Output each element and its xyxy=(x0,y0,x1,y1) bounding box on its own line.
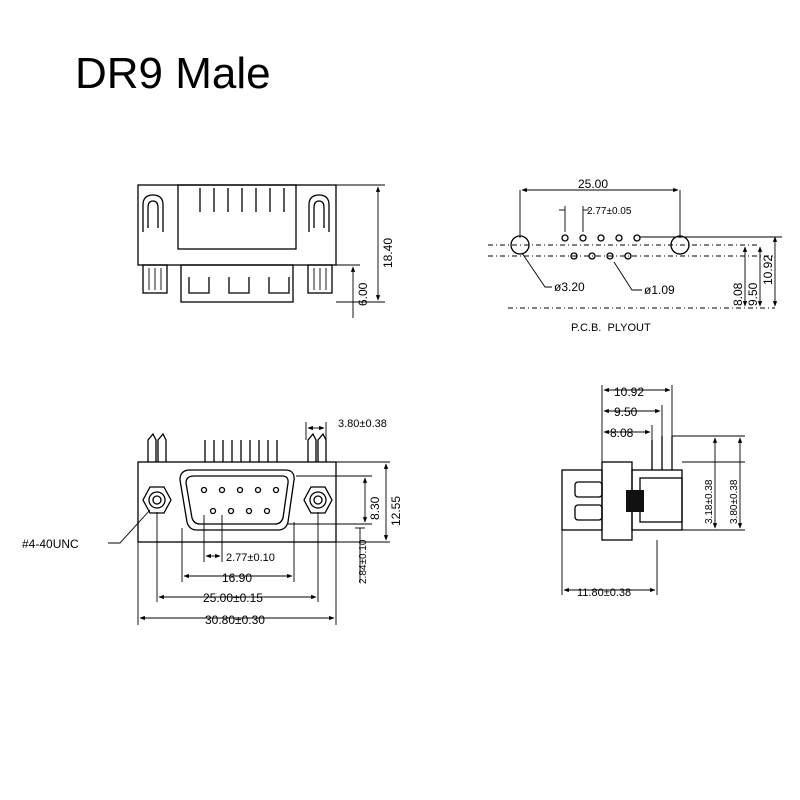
dim-front-shell-width: 16.90 xyxy=(222,571,252,585)
dim-pcb-row-9-50: 9.50 xyxy=(746,282,760,306)
dim-profile-9-50: 9.50 xyxy=(614,405,638,419)
dim-front-inner-height: 8.30 xyxy=(368,496,382,520)
dim-front-lower-offset: 2.84±0.10 xyxy=(358,539,369,584)
dim-side-lower-height: 6.00 xyxy=(356,282,370,306)
dim-front-pitch: 2.77±0.10 xyxy=(226,552,275,564)
dim-profile-3-80: 3.80±0.38 xyxy=(729,479,740,524)
pcb-layout-caption: P.C.B. PLYOUT xyxy=(571,322,651,334)
dim-front-pin-offset: 3.80±0.38 xyxy=(338,418,387,430)
profile-view xyxy=(561,385,745,595)
dim-side-total-height: 18.40 xyxy=(381,238,395,268)
dim-pcb-row-10-92: 10.92 xyxy=(761,255,775,285)
dim-profile-10-92: 10.92 xyxy=(614,385,644,399)
dim-pcb-pin-hole: ø1.09 xyxy=(644,283,675,297)
front-view xyxy=(108,422,390,625)
pcb-layout xyxy=(488,187,782,309)
dim-front-flange-width: 30.80±0.30 xyxy=(205,613,265,627)
dim-profile-3-18: 3.18±0.38 xyxy=(704,479,715,524)
dim-profile-depth: 11.80±0.38 xyxy=(577,587,631,599)
dim-pcb-mount-hole: ø3.20 xyxy=(554,280,585,294)
dim-front-outer-height: 12.55 xyxy=(389,496,403,526)
dim-pcb-row-8-08: 8.08 xyxy=(731,282,745,306)
page-title: DR9 Male xyxy=(75,49,271,98)
dim-profile-8-08: 8.08 xyxy=(610,426,634,440)
dim-front-mount-spacing: 25.00±0.15 xyxy=(203,591,263,605)
dim-pcb-pin-pitch: 2.77±0.05 xyxy=(587,206,632,217)
side-view xyxy=(137,184,385,318)
dim-pcb-mount-spacing: 25.00 xyxy=(578,177,608,191)
thread-label: #4-40UNC xyxy=(22,537,79,551)
